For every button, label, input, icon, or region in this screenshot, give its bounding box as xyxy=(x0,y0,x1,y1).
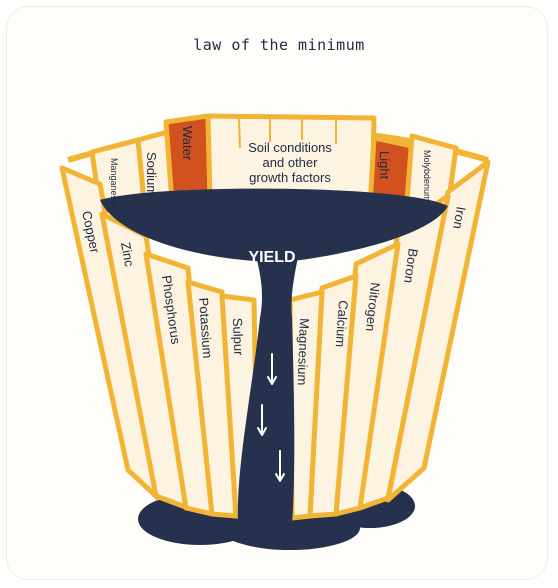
water-label: Water xyxy=(180,126,195,161)
down-arrow-icon xyxy=(257,404,267,436)
down-arrow-icon xyxy=(275,450,285,482)
iron-label: Iron xyxy=(450,205,469,230)
molybdenum-label: Molybdenum xyxy=(422,150,432,202)
calcium-label: Calcium xyxy=(333,300,351,348)
front-staves xyxy=(59,159,491,521)
sulpur-label: Sulpur xyxy=(230,318,246,357)
water-inside xyxy=(100,188,448,524)
magnesium-label: Magnesium xyxy=(295,318,312,386)
down-arrow-icon xyxy=(267,353,277,385)
sodium-label: Sodium xyxy=(144,152,159,196)
zinc-label: Zinc xyxy=(118,241,137,268)
boron-label: Boron xyxy=(401,248,421,284)
soil-conditions-line-3: growth factors xyxy=(249,170,331,185)
light-label: Light xyxy=(377,151,392,180)
yield-label: YIELD xyxy=(248,249,295,266)
potassium-label: Potassium xyxy=(196,297,215,359)
nitrogen-label: Nitrogen xyxy=(363,282,383,332)
diagram-title: law of the minimum xyxy=(193,36,365,54)
manganese-label: Manganese xyxy=(109,158,119,205)
soil-conditions-line-1: Soil conditions xyxy=(248,140,332,155)
soil-conditions-line-2: and other xyxy=(263,155,319,170)
